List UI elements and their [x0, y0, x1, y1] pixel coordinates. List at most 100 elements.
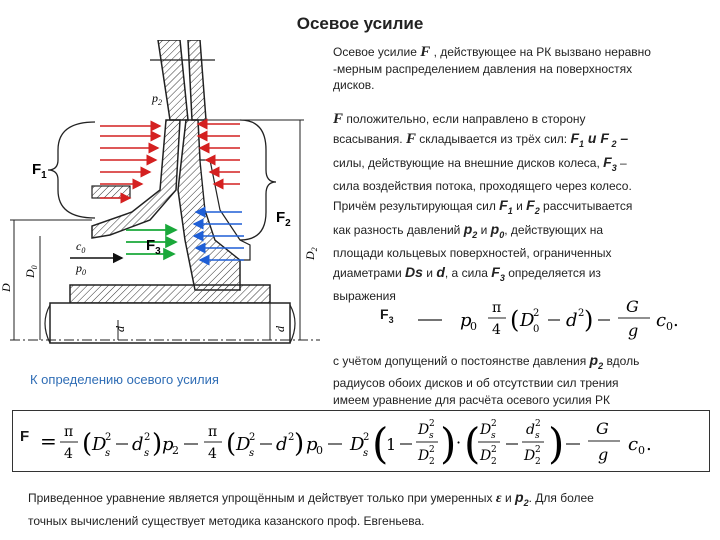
svg-text:D: D	[349, 434, 365, 455]
svg-text:G: G	[596, 419, 609, 438]
svg-text:d: d	[566, 310, 578, 331]
label-p2: p2	[151, 91, 162, 107]
svg-text:s: s	[429, 431, 434, 441]
svg-text:d: d	[132, 434, 144, 455]
svg-text:2: 2	[429, 419, 435, 429]
svg-text:.: .	[673, 310, 679, 331]
svg-text:D: D	[417, 448, 429, 464]
svg-text:·: ·	[456, 433, 461, 452]
label-D0: D0	[23, 265, 39, 279]
svg-text:): )	[548, 419, 564, 468]
svg-text:4: 4	[208, 446, 217, 462]
svg-text:c: c	[628, 434, 638, 455]
label-D2: D2	[303, 247, 319, 261]
svg-text:1: 1	[386, 435, 396, 454]
f2-red-arrows	[196, 118, 240, 190]
intro-paragraph: Осевое усилие F , действующее на РК вызв…	[333, 44, 651, 92]
svg-text:): )	[440, 419, 456, 468]
svg-text:2: 2	[491, 419, 497, 429]
svg-text:): )	[152, 429, 162, 459]
svg-text:.: .	[646, 434, 652, 455]
svg-text:s: s	[144, 448, 149, 459]
svg-text:d: d	[526, 422, 535, 438]
label-D: D	[0, 283, 13, 293]
casing-outlet	[150, 40, 215, 121]
svg-text:0: 0	[666, 320, 673, 333]
f3-label: F3	[380, 306, 394, 325]
svg-text:s: s	[105, 448, 110, 459]
f1-brace	[47, 121, 96, 219]
svg-text:2: 2	[429, 445, 435, 455]
svg-text:0: 0	[470, 320, 477, 333]
svg-text:0: 0	[316, 444, 323, 457]
svg-text:(: (	[82, 429, 92, 459]
label-p0: p0	[75, 261, 86, 277]
svg-text:G: G	[626, 297, 639, 316]
shaft	[10, 284, 320, 344]
page-title: Осевое усилие	[296, 14, 424, 33]
svg-text:π: π	[64, 424, 73, 440]
f3-formula: p 0 π 4 ( D 2 0 d 2 ) G g c 0 .	[418, 297, 679, 340]
label-F1: F1	[32, 161, 47, 181]
svg-text:2: 2	[172, 444, 179, 457]
svg-text:2: 2	[429, 457, 435, 467]
svg-text:4: 4	[64, 446, 73, 462]
after-paragraph: с учётом допущений о постоянстве давлени…	[333, 352, 640, 407]
conclusion-paragraph: Приведенное уравнение является упрощённы…	[28, 489, 594, 528]
svg-text:2: 2	[363, 432, 369, 443]
svg-text:s: s	[363, 448, 368, 459]
svg-text:g: g	[598, 445, 608, 464]
svg-text:g: g	[628, 321, 638, 340]
label-F2: F2	[276, 209, 291, 229]
impeller-diagram: F1 F2 F3 p2 c0 p0 D0 D d D2 d	[0, 40, 320, 344]
label-F3: F3	[146, 237, 161, 257]
label-d-left: d	[113, 325, 127, 332]
svg-text:2: 2	[578, 308, 584, 319]
svg-text:D: D	[91, 434, 107, 455]
svg-text:D: D	[519, 310, 535, 331]
svg-text:D: D	[523, 448, 535, 464]
svg-text:(: (	[226, 429, 236, 459]
svg-text:(: (	[510, 306, 519, 334]
svg-text:D: D	[417, 422, 429, 438]
label-d-right: d	[273, 325, 287, 332]
svg-text:2: 2	[249, 432, 255, 443]
svg-text:0: 0	[638, 444, 645, 457]
svg-text:p: p	[162, 434, 174, 455]
svg-text:s: s	[249, 448, 254, 459]
diagram-caption: К определению осевого усилия	[30, 372, 219, 387]
f3-arrows	[126, 223, 178, 261]
svg-text:p: p	[306, 434, 318, 455]
svg-text:4: 4	[492, 322, 501, 338]
svg-text:2: 2	[535, 445, 541, 455]
svg-text:2: 2	[144, 432, 150, 443]
main-formula-box	[12, 410, 710, 472]
svg-text:2: 2	[491, 445, 497, 455]
svg-text:c: c	[656, 310, 666, 331]
sym-F: F	[420, 44, 431, 60]
back-disc	[177, 119, 251, 291]
svg-text:D: D	[479, 448, 491, 464]
svg-text:π: π	[492, 300, 501, 316]
f2-brace	[239, 119, 277, 241]
svg-text:s: s	[491, 431, 496, 441]
f2-blue-arrows	[192, 206, 244, 266]
label-c0: c0	[76, 239, 85, 255]
main-formula-label: F	[20, 428, 30, 445]
svg-text:(: (	[464, 419, 480, 468]
svg-text:s: s	[535, 431, 540, 441]
svg-text:p: p	[460, 310, 472, 331]
svg-text:): )	[294, 429, 304, 459]
svg-text:(: (	[372, 419, 388, 468]
svg-text:d: d	[276, 434, 288, 455]
definition-paragraph: F положительно, если направлено в сторон…	[333, 111, 633, 303]
dimension-lines	[10, 119, 304, 340]
svg-text:2: 2	[533, 308, 539, 319]
svg-text:D: D	[479, 422, 491, 438]
f1-arrows	[100, 120, 162, 204]
svg-text:π: π	[208, 424, 217, 440]
svg-text:2: 2	[535, 419, 541, 429]
main-formula: = π 4 ( D 2 s d 2 s ) p 2 π 4 ( D 2 s d …	[40, 419, 652, 468]
front-disc	[91, 119, 181, 239]
svg-text:=: =	[40, 429, 57, 453]
